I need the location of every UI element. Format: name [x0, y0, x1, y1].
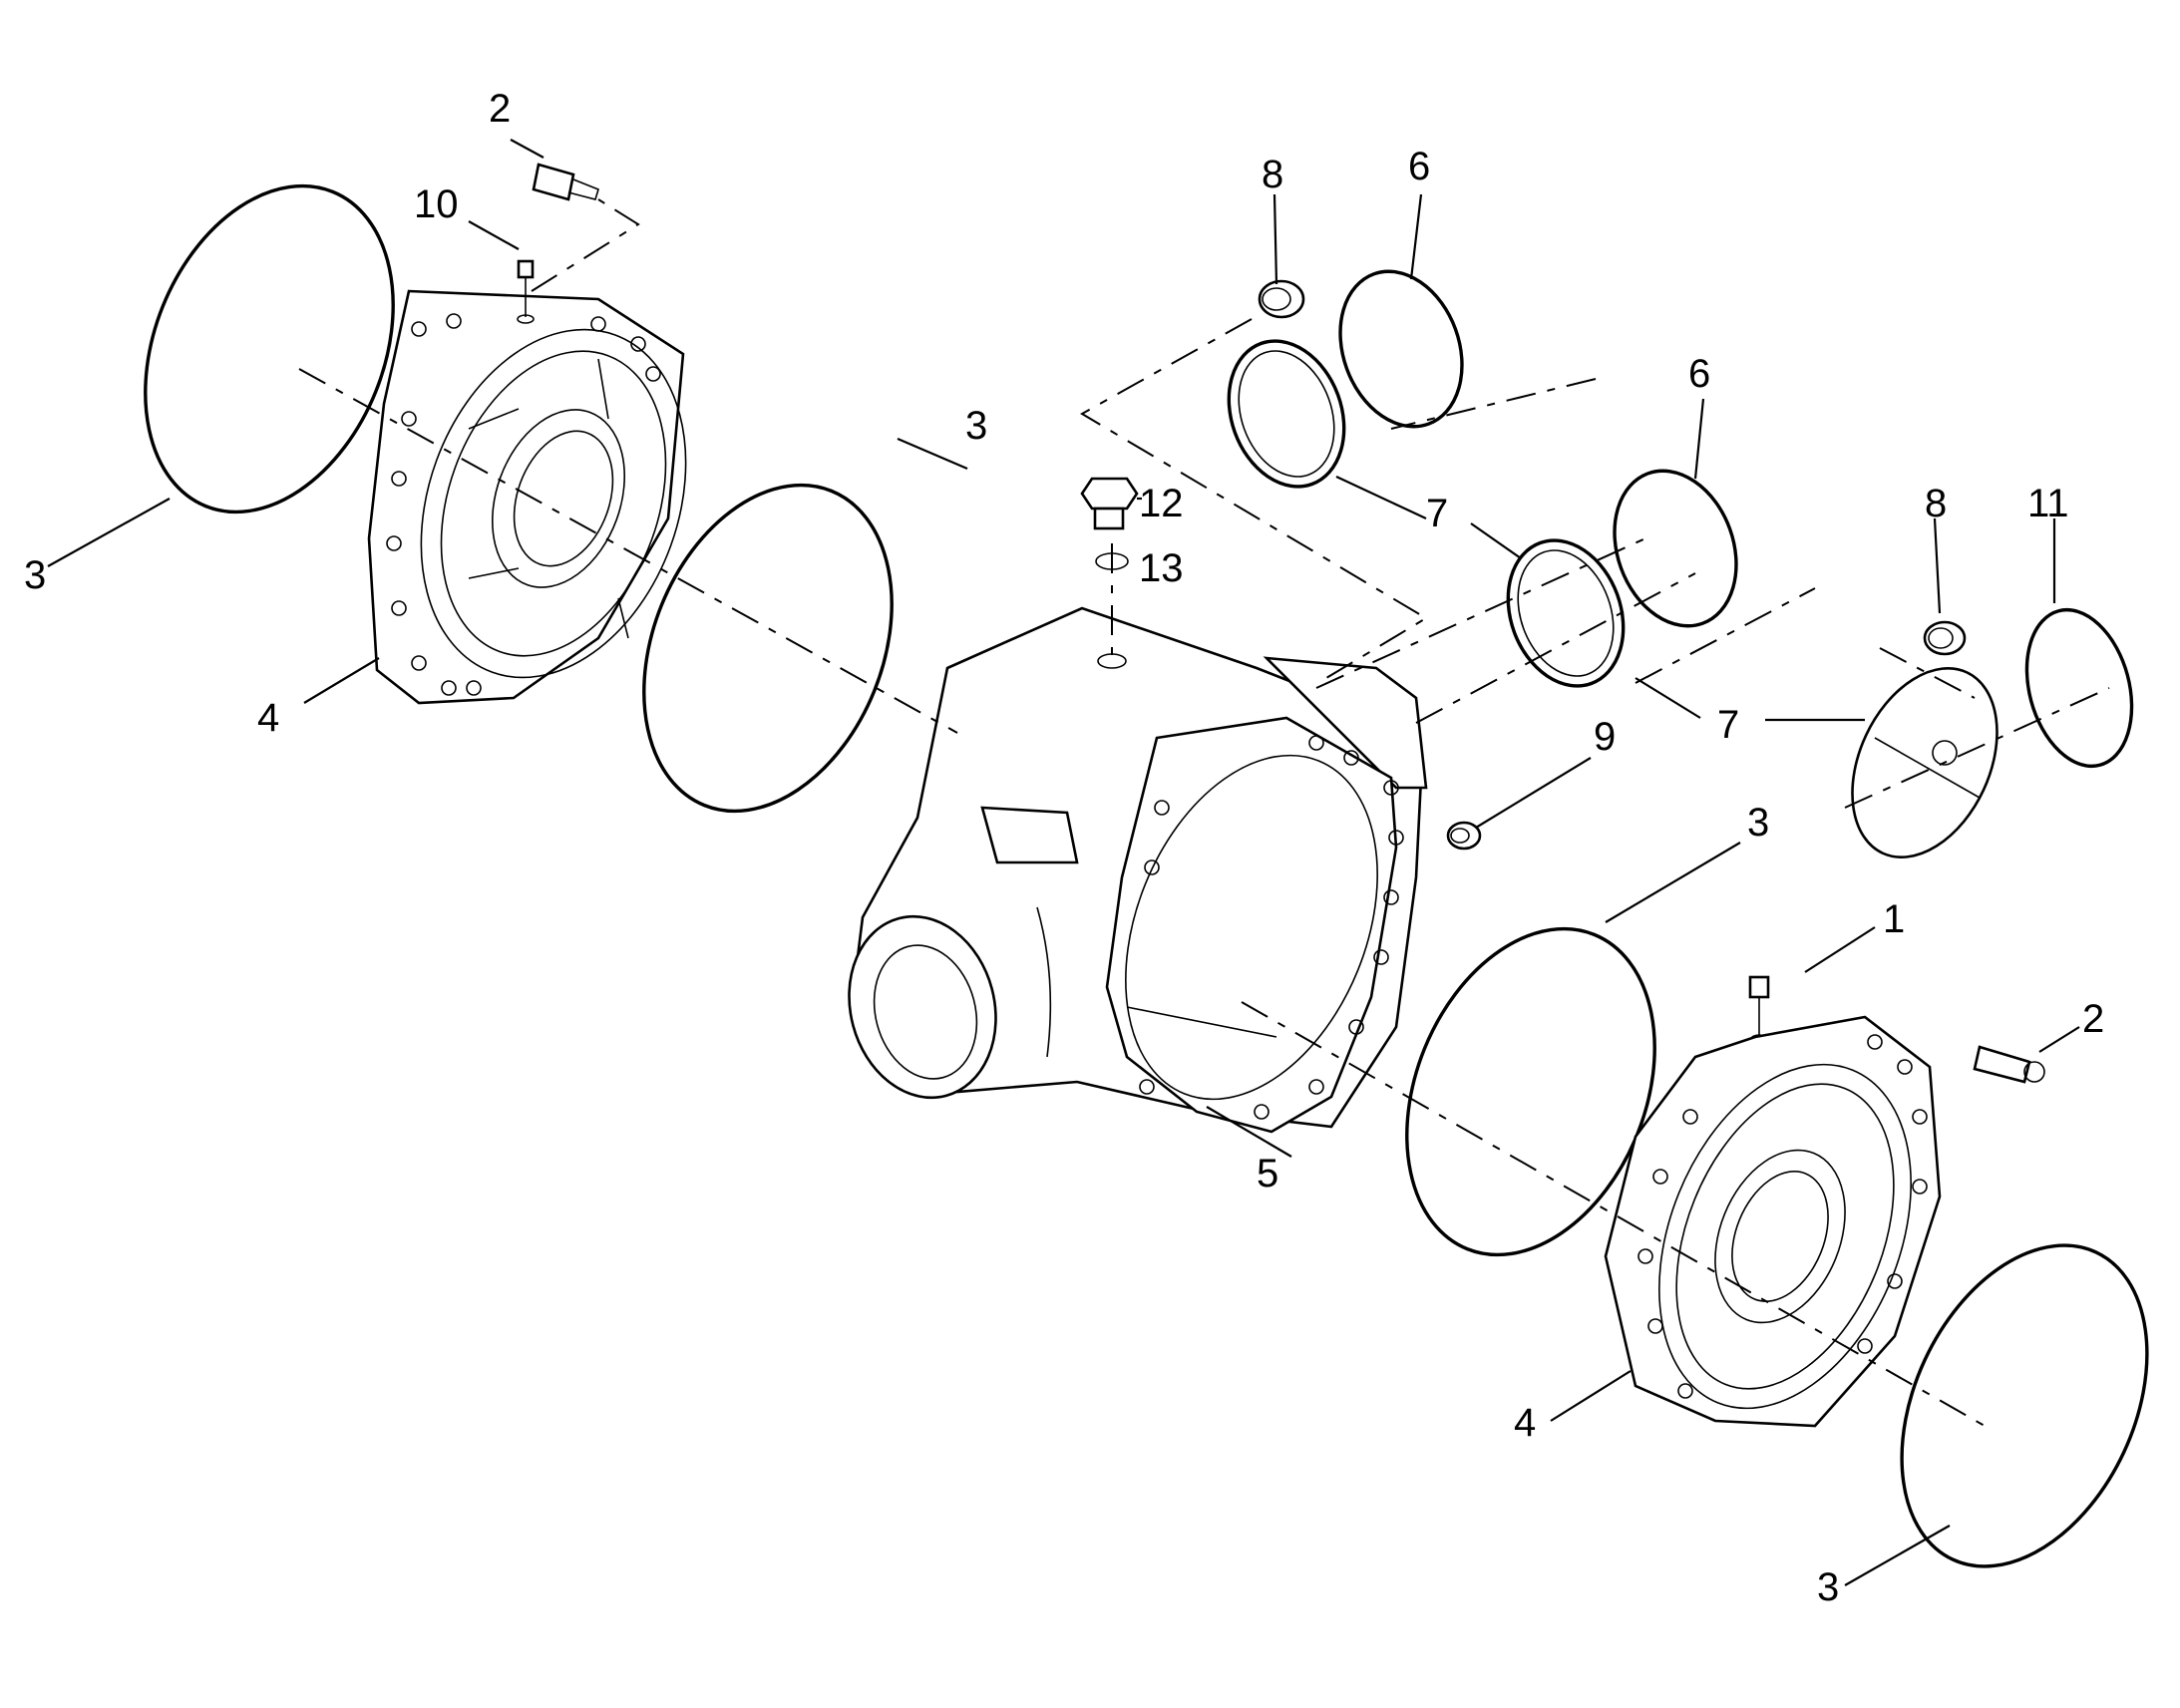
callout-1: 1	[1883, 897, 1905, 941]
callout-7-top: 7	[1426, 492, 1448, 535]
snap-ring-lower	[1613, 469, 1738, 628]
callout-13: 13	[1139, 546, 1184, 590]
callout-3-bottom: 3	[1817, 1565, 1839, 1609]
grease-nipple-left	[517, 259, 535, 324]
o-ring-right-outer	[1900, 1243, 2149, 1568]
callout-6-top: 6	[1408, 145, 1430, 188]
callout-6-middle: 6	[1688, 352, 1710, 396]
callout-3-right: 3	[1747, 801, 1769, 845]
callout-4-right: 4	[1514, 1401, 1536, 1445]
callout-7-right: 7	[1717, 703, 1739, 747]
callout-3-center: 3	[965, 404, 987, 448]
breather-plug	[1446, 821, 1482, 851]
grease-nipple-right	[1748, 975, 1770, 1044]
cover-right	[1604, 1015, 1942, 1428]
callout-2-top-left: 2	[489, 87, 511, 131]
callout-8-right: 8	[1925, 482, 1947, 525]
callout-3-left: 3	[24, 553, 46, 597]
screw-left	[532, 163, 599, 201]
seal-ring-upper	[1227, 339, 1346, 489]
cap	[1851, 666, 1998, 859]
cover-disc	[2024, 607, 2134, 769]
callout-12: 12	[1139, 482, 1184, 525]
cover-left	[367, 289, 687, 705]
o-ring-left-outer	[144, 183, 395, 514]
snap-ring-upper	[1338, 269, 1464, 429]
callout-11: 11	[2027, 482, 2069, 525]
callout-2-right: 2	[2082, 997, 2104, 1041]
leader-lines	[47, 139, 2080, 1586]
callout-labels: 2 10 3 4 3 8 6 12 13 7 6 7 8 11 9 3 1 2 …	[24, 87, 2104, 1609]
assembly-center-lines	[298, 198, 2110, 1427]
callout-5: 5	[1257, 1152, 1278, 1196]
callout-8-top: 8	[1262, 153, 1283, 196]
plug-upper	[1258, 279, 1305, 319]
drain-plug	[1080, 477, 1139, 530]
plug-lower	[1923, 620, 1967, 656]
o-ring-left-inner	[642, 483, 894, 814]
callout-9: 9	[1594, 715, 1616, 759]
screw-right	[1973, 1045, 2045, 1084]
seal-ring-lower	[1506, 538, 1626, 688]
callout-4-left: 4	[257, 696, 279, 740]
axle-housing	[848, 606, 1428, 1134]
callout-10: 10	[414, 182, 459, 226]
